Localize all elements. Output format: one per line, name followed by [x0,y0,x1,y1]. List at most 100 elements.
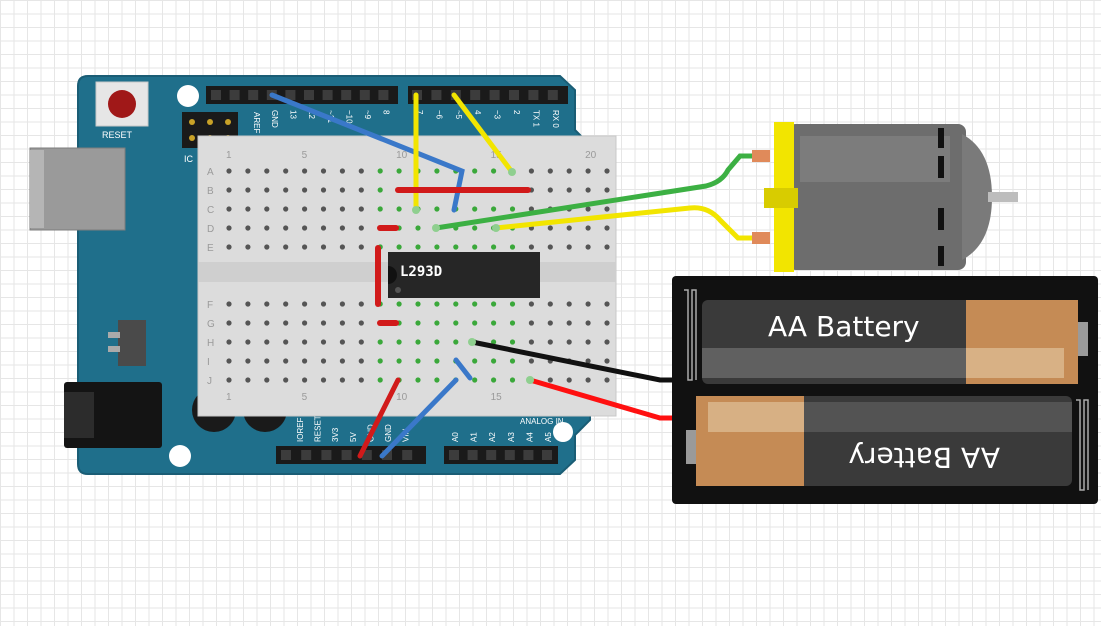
breadboard-hole[interactable] [245,187,251,193]
breadboard-hole[interactable] [472,301,478,307]
breadboard-hole[interactable] [585,168,591,174]
breadboard-hole[interactable] [320,206,327,212]
breadboard-hole[interactable] [415,225,421,231]
breadboard-hole[interactable] [491,377,497,383]
breadboard-hole[interactable] [320,358,327,364]
breadboard-hole[interactable] [377,339,383,345]
breadboard-hole[interactable] [302,301,308,307]
breadboard-hole[interactable] [226,187,232,193]
breadboard-hole[interactable] [283,301,289,307]
breadboard-hole[interactable] [226,377,232,383]
breadboard-hole[interactable] [358,339,364,345]
breadboard-hole[interactable] [434,301,440,307]
breadboard-hole[interactable] [283,320,289,326]
breadboard-hole[interactable] [604,358,610,364]
breadboard-hole[interactable] [547,187,553,193]
breadboard-hole[interactable] [509,358,516,364]
breadboard-hole[interactable] [453,320,459,326]
breadboard-hole[interactable] [585,225,591,231]
breadboard-hole[interactable] [396,206,402,212]
breadboard-hole[interactable] [377,168,383,174]
breadboard-hole[interactable] [604,168,610,174]
header-socket[interactable] [341,90,352,100]
breadboard-hole[interactable] [339,168,345,174]
breadboard-hole[interactable] [245,206,251,212]
header-socket[interactable] [321,450,332,460]
header-socket[interactable] [285,90,296,100]
header-socket[interactable] [341,450,352,460]
breadboard-hole[interactable] [339,320,345,326]
breadboard-hole[interactable] [604,206,610,212]
breadboard-hole[interactable] [264,358,270,364]
breadboard-hole[interactable] [396,168,402,174]
breadboard-hole[interactable] [415,377,421,383]
breadboard-hole[interactable] [283,206,289,212]
breadboard-hole[interactable] [566,168,572,174]
breadboard-hole[interactable] [339,225,345,231]
breadboard-hole[interactable] [377,206,383,212]
breadboard-hole[interactable] [491,168,497,174]
breadboard-hole[interactable] [566,244,572,250]
breadboard-hole[interactable] [264,168,270,174]
breadboard-hole[interactable] [377,187,383,193]
breadboard-hole[interactable] [604,244,610,250]
breadboard-hole[interactable] [226,320,232,326]
breadboard-hole[interactable] [566,301,572,307]
breadboard-hole[interactable] [339,187,345,193]
breadboard-hole[interactable] [415,301,421,307]
breadboard-hole[interactable] [585,301,591,307]
breadboard-hole[interactable] [320,301,327,307]
breadboard-hole[interactable] [226,244,232,250]
breadboard-hole[interactable] [491,244,497,250]
breadboard-hole[interactable] [491,301,497,307]
breadboard-hole[interactable] [528,301,535,307]
breadboard-hole[interactable] [585,339,591,345]
breadboard-hole[interactable] [491,320,497,326]
breadboard-hole[interactable] [472,225,478,231]
breadboard-hole[interactable] [585,358,591,364]
breadboard-hole[interactable] [604,320,610,326]
breadboard-hole[interactable] [339,301,345,307]
breadboard-hole[interactable] [339,339,345,345]
breadboard-hole[interactable] [547,377,553,383]
breadboard-hole[interactable] [358,358,364,364]
breadboard-hole[interactable] [528,339,535,345]
breadboard-hole[interactable] [302,339,308,345]
breadboard-hole[interactable] [566,187,572,193]
breadboard-hole[interactable] [509,377,516,383]
breadboard-hole[interactable] [604,377,610,383]
breadboard-hole[interactable] [377,358,383,364]
breadboard-hole[interactable] [566,339,572,345]
breadboard-hole[interactable] [226,225,232,231]
breadboard-hole[interactable] [434,339,440,345]
breadboard-hole[interactable] [604,187,610,193]
breadboard-hole[interactable] [585,320,591,326]
breadboard-hole[interactable] [245,244,251,250]
breadboard-hole[interactable] [302,225,308,231]
breadboard-hole[interactable] [226,301,232,307]
breadboard-hole[interactable] [339,377,345,383]
breadboard-hole[interactable] [472,320,478,326]
breadboard-hole[interactable] [358,168,364,174]
header-socket[interactable] [431,90,442,100]
breadboard-hole[interactable] [585,377,591,383]
breadboard-hole[interactable] [264,320,270,326]
breadboard-hole[interactable] [283,187,289,193]
breadboard-hole[interactable] [264,301,270,307]
header-socket[interactable] [504,450,515,460]
breadboard-hole[interactable] [245,225,251,231]
header-socket[interactable] [248,90,259,100]
header-socket[interactable] [322,90,333,100]
breadboard-hole[interactable] [547,244,553,250]
breadboard-hole[interactable] [339,206,345,212]
header-socket[interactable] [211,90,221,100]
breadboard-hole[interactable] [434,244,440,250]
header-socket[interactable] [359,90,370,100]
breadboard-hole[interactable] [472,377,478,383]
breadboard-hole[interactable] [415,320,421,326]
breadboard-hole[interactable] [264,377,270,383]
breadboard-hole[interactable] [245,320,251,326]
breadboard-hole[interactable] [528,244,535,250]
header-socket[interactable] [542,450,552,460]
breadboard-hole[interactable] [358,187,364,193]
